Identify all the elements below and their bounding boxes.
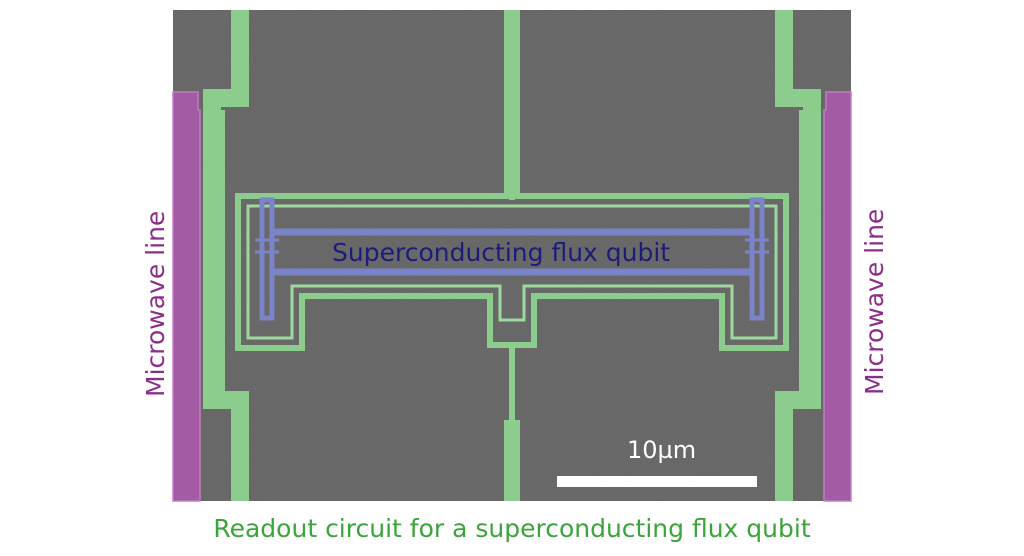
qubit-label: Superconducting flux qubit: [332, 238, 671, 267]
microwave-line-right: [823, 91, 852, 502]
microwave-line-label-left: Microwave line: [141, 210, 170, 397]
readout-circuit: [203, 10, 821, 501]
figure-caption: Readout circuit for a superconducting fl…: [213, 514, 811, 543]
scale-bar-label: 10µm: [627, 436, 697, 464]
qubit-loop: [255, 197, 769, 321]
microwave-line-label-right: Microwave line: [860, 208, 889, 395]
microwave-line-left: [172, 91, 201, 502]
scale-bar: [557, 476, 757, 487]
